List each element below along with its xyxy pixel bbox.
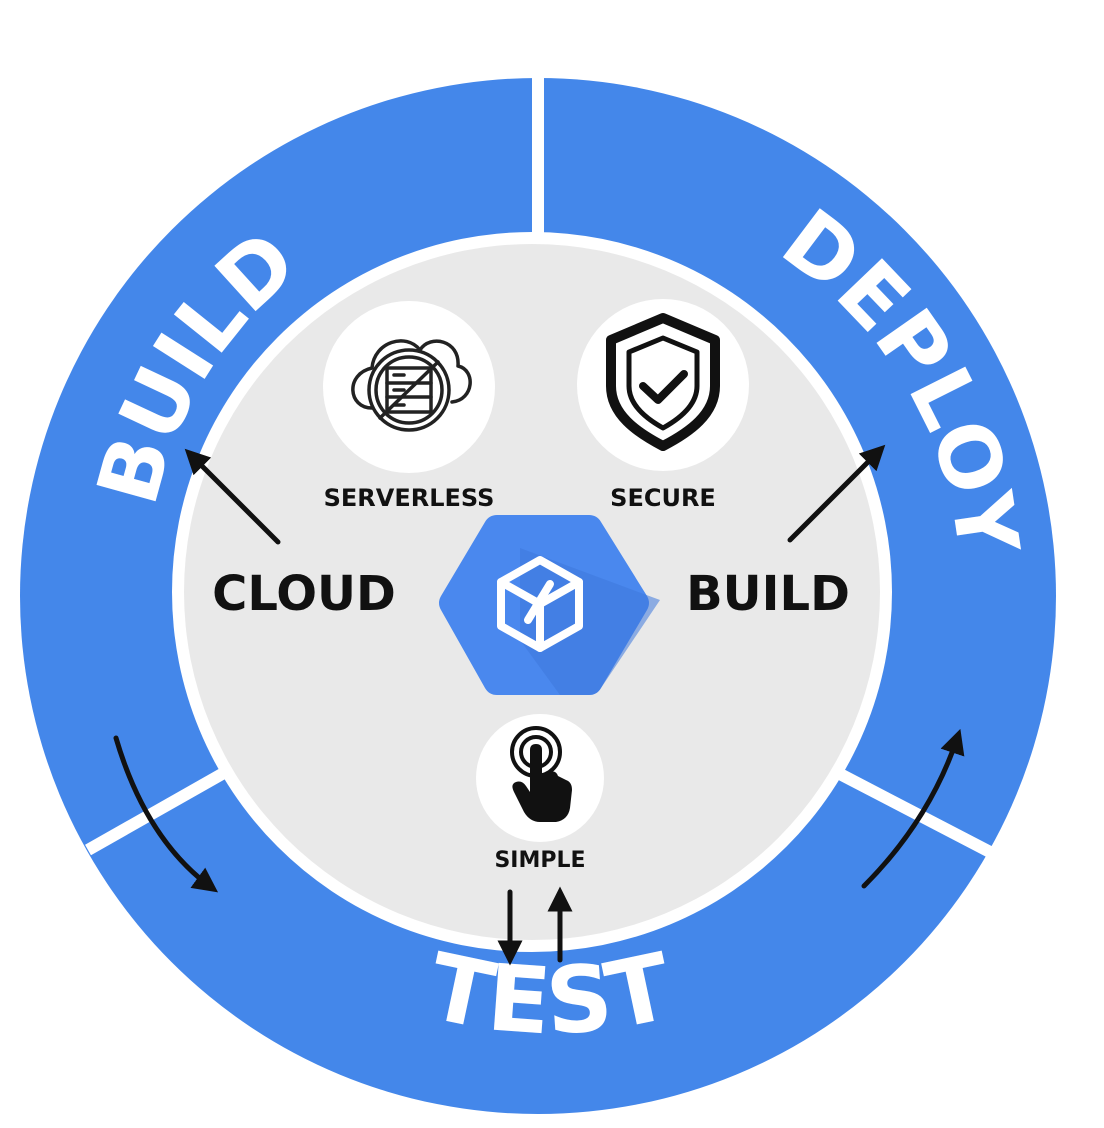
shield-check-icon (606, 313, 720, 451)
ring-separators (85, 74, 993, 858)
arrow-cloud-to-build (184, 448, 281, 545)
simple-label: SIMPLE (494, 848, 585, 873)
serverless-label: SERVERLESS (324, 484, 495, 512)
ring-label-test: TEST (419, 933, 680, 1056)
arrow-test-to-deploy (861, 728, 965, 889)
flow-arrows (113, 444, 965, 966)
secure-badge (577, 299, 749, 471)
arrow-build-to-test (113, 735, 219, 893)
cloud-build-hexagon-icon (439, 515, 660, 695)
secure-label: SECURE (610, 484, 716, 512)
serverless-icon (351, 339, 472, 432)
arrow-build-to-deploy (787, 444, 886, 543)
cloud-label: CLOUD (212, 566, 396, 622)
tap-hand-icon (510, 726, 572, 822)
build-label: BUILD (686, 566, 850, 622)
